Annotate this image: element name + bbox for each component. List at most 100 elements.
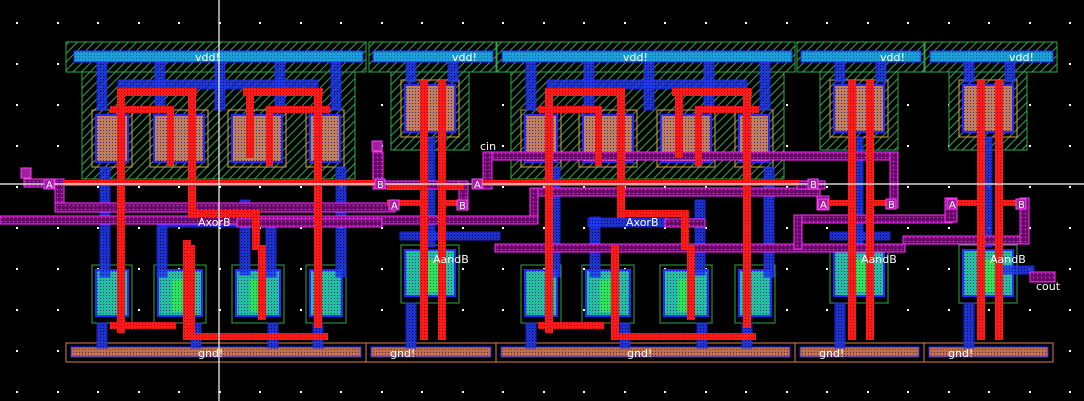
metal1-wire[interactable]	[399, 231, 501, 241]
net-label-axorb: AxorB	[626, 216, 659, 229]
net-label-aandb: AandB	[433, 253, 469, 266]
grid-dot	[907, 104, 909, 106]
pin-marker[interactable]	[20, 167, 32, 179]
grid-dot	[1069, 309, 1071, 311]
grid-dot	[786, 104, 788, 106]
pin-marker-label: B	[377, 180, 384, 191]
metal1-strap[interactable]	[405, 61, 417, 83]
grid-dot	[907, 227, 909, 229]
pin-marker[interactable]	[374, 178, 386, 190]
grid-dot	[57, 63, 59, 65]
grid-dot	[16, 145, 18, 147]
grid-dot	[948, 309, 950, 311]
grid-dot	[57, 268, 59, 270]
pmos-transistor[interactable]	[153, 114, 205, 163]
pmos-transistor[interactable]	[962, 84, 1014, 133]
pselect-box	[227, 109, 287, 168]
grid-dot	[97, 186, 99, 188]
metal2-wire[interactable]	[1029, 271, 1056, 283]
pin-marker[interactable]	[371, 140, 383, 152]
pin-marker-label: A	[949, 200, 956, 211]
metal1-strap[interactable]	[96, 322, 108, 349]
gnd-rail[interactable]	[370, 346, 492, 358]
grid-dot	[16, 309, 18, 311]
metal1-wire[interactable]	[829, 231, 891, 241]
metal2-wire[interactable]	[1019, 197, 1030, 245]
pin-marker[interactable]	[471, 178, 483, 190]
grid-dot	[826, 309, 828, 311]
metal1-strap[interactable]	[405, 302, 417, 349]
vdd-rail[interactable]	[800, 50, 922, 63]
metal2-wire[interactable]	[793, 214, 803, 250]
metal2-wire[interactable]	[236, 218, 383, 228]
metal1-strap[interactable]	[834, 61, 846, 83]
grid-dot	[826, 186, 828, 188]
nselect-box	[659, 264, 713, 324]
gnd-rail[interactable]	[70, 346, 362, 358]
metal1-strap[interactable]	[525, 61, 537, 111]
nselect-box	[153, 264, 207, 324]
metal1-strap[interactable]	[96, 61, 108, 111]
gnd-rail[interactable]	[928, 346, 1049, 358]
metal1-wire[interactable]	[117, 79, 319, 90]
grid-dot	[381, 309, 383, 311]
metal1-strap[interactable]	[1004, 61, 1016, 83]
pin-marker[interactable]	[1015, 198, 1027, 210]
metal1-strap[interactable]	[330, 61, 342, 111]
gnd-label: gnd!	[819, 347, 844, 360]
gnd-label: gnd!	[948, 347, 973, 360]
pin-marker[interactable]	[817, 198, 829, 210]
metal1-strap[interactable]	[239, 199, 251, 276]
grid-dot	[462, 268, 464, 270]
grid-dot	[300, 268, 302, 270]
grid-dot	[583, 22, 585, 24]
metal1-strap[interactable]	[759, 61, 771, 111]
grid-dot	[178, 227, 180, 229]
grid-dot	[907, 186, 909, 188]
metal1-wire[interactable]	[999, 265, 1035, 275]
grid-dot	[867, 22, 869, 24]
pin-marker[interactable]	[885, 198, 897, 210]
pmos-transistor[interactable]	[231, 114, 283, 163]
grid-dot	[462, 227, 464, 229]
vdd-rail[interactable]	[929, 50, 1054, 63]
metal2-wire[interactable]	[482, 151, 493, 190]
metal1-strap[interactable]	[447, 61, 459, 83]
grid-dot	[1069, 350, 1071, 352]
pin-marker[interactable]	[388, 199, 400, 211]
pin-marker[interactable]	[456, 199, 468, 211]
metal1-strap[interactable]	[525, 322, 537, 349]
vdd-rail[interactable]	[372, 50, 494, 63]
pmos-transistor[interactable]	[833, 84, 885, 133]
gnd-rail[interactable]	[500, 346, 791, 358]
metal2-wire[interactable]	[529, 187, 821, 197]
metal1-wire[interactable]	[546, 79, 748, 90]
grid-dot	[57, 22, 59, 24]
metal1-strap[interactable]	[963, 302, 975, 349]
gnd-rail[interactable]	[799, 346, 920, 358]
nselect-box	[734, 264, 776, 324]
grid-dot	[583, 186, 585, 188]
grid-dot	[786, 145, 788, 147]
grid-dot	[786, 309, 788, 311]
metal1-strap[interactable]	[763, 166, 775, 278]
vdd-label: vdd!	[1009, 51, 1034, 64]
metal1-strap[interactable]	[963, 61, 975, 83]
grid-dot	[502, 22, 504, 24]
pin-marker[interactable]	[43, 178, 55, 190]
pmos-transistor[interactable]	[404, 84, 456, 133]
pselect-box	[656, 109, 716, 168]
grid-dot	[664, 186, 666, 188]
metal2-wire[interactable]	[902, 235, 1030, 245]
metal2-wire[interactable]	[494, 243, 906, 253]
pin-marker[interactable]	[946, 198, 958, 210]
metal1-strap[interactable]	[875, 61, 887, 83]
grid-dot	[381, 268, 383, 270]
grid-dot	[583, 391, 585, 393]
metal1-strap[interactable]	[834, 302, 846, 349]
grid-dot	[178, 186, 180, 188]
grid-dot	[624, 227, 626, 229]
metal1-strap[interactable]	[694, 199, 706, 276]
pin-marker[interactable]	[807, 178, 819, 190]
